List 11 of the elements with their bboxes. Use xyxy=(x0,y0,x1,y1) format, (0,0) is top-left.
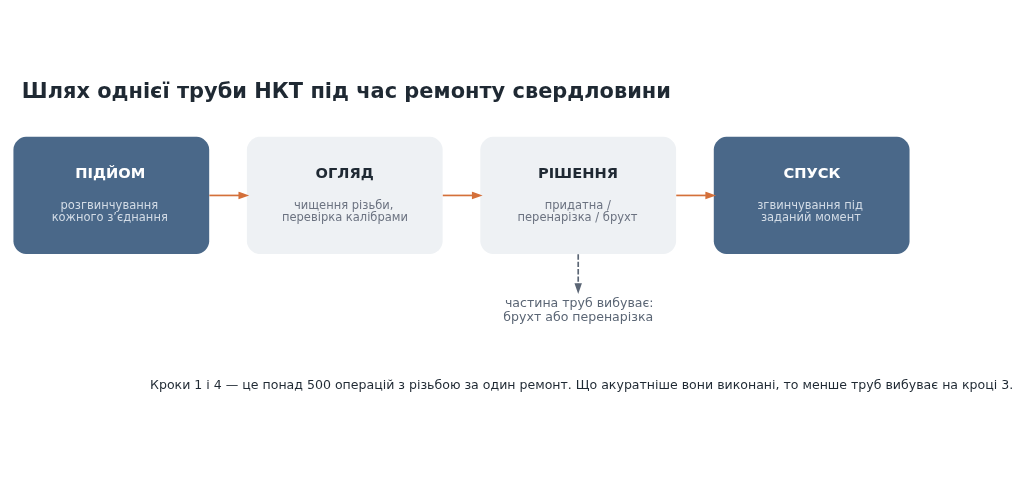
node-box: ОГЛЯД чищення різьби, перевірка калібрами xyxy=(246,136,443,254)
arrow xyxy=(441,191,483,199)
arrow xyxy=(208,191,250,199)
node-text: частина труб вибуває: брухт або перенарізка xyxy=(503,294,654,324)
arrow xyxy=(675,191,717,199)
node-box: РІШЕННЯ придатна / перенарізка / брухт xyxy=(480,136,677,254)
arrow xyxy=(574,253,582,294)
node-box: ПІДЙОМ розгвинчування кожного з’єднання xyxy=(13,136,210,254)
label: Кроки 1 і 4 — це понад 500 операцій з різьбою за один ремонт. Що акуратніше вони виконані, то менше труб вибуває на кроці 3. xyxy=(150,376,1014,392)
diagram-title: Шлях однієї труби НКТ під час ремонту свердловини xyxy=(21,78,671,103)
node-box: СПУСК згвинчування під заданий момент xyxy=(713,136,910,254)
